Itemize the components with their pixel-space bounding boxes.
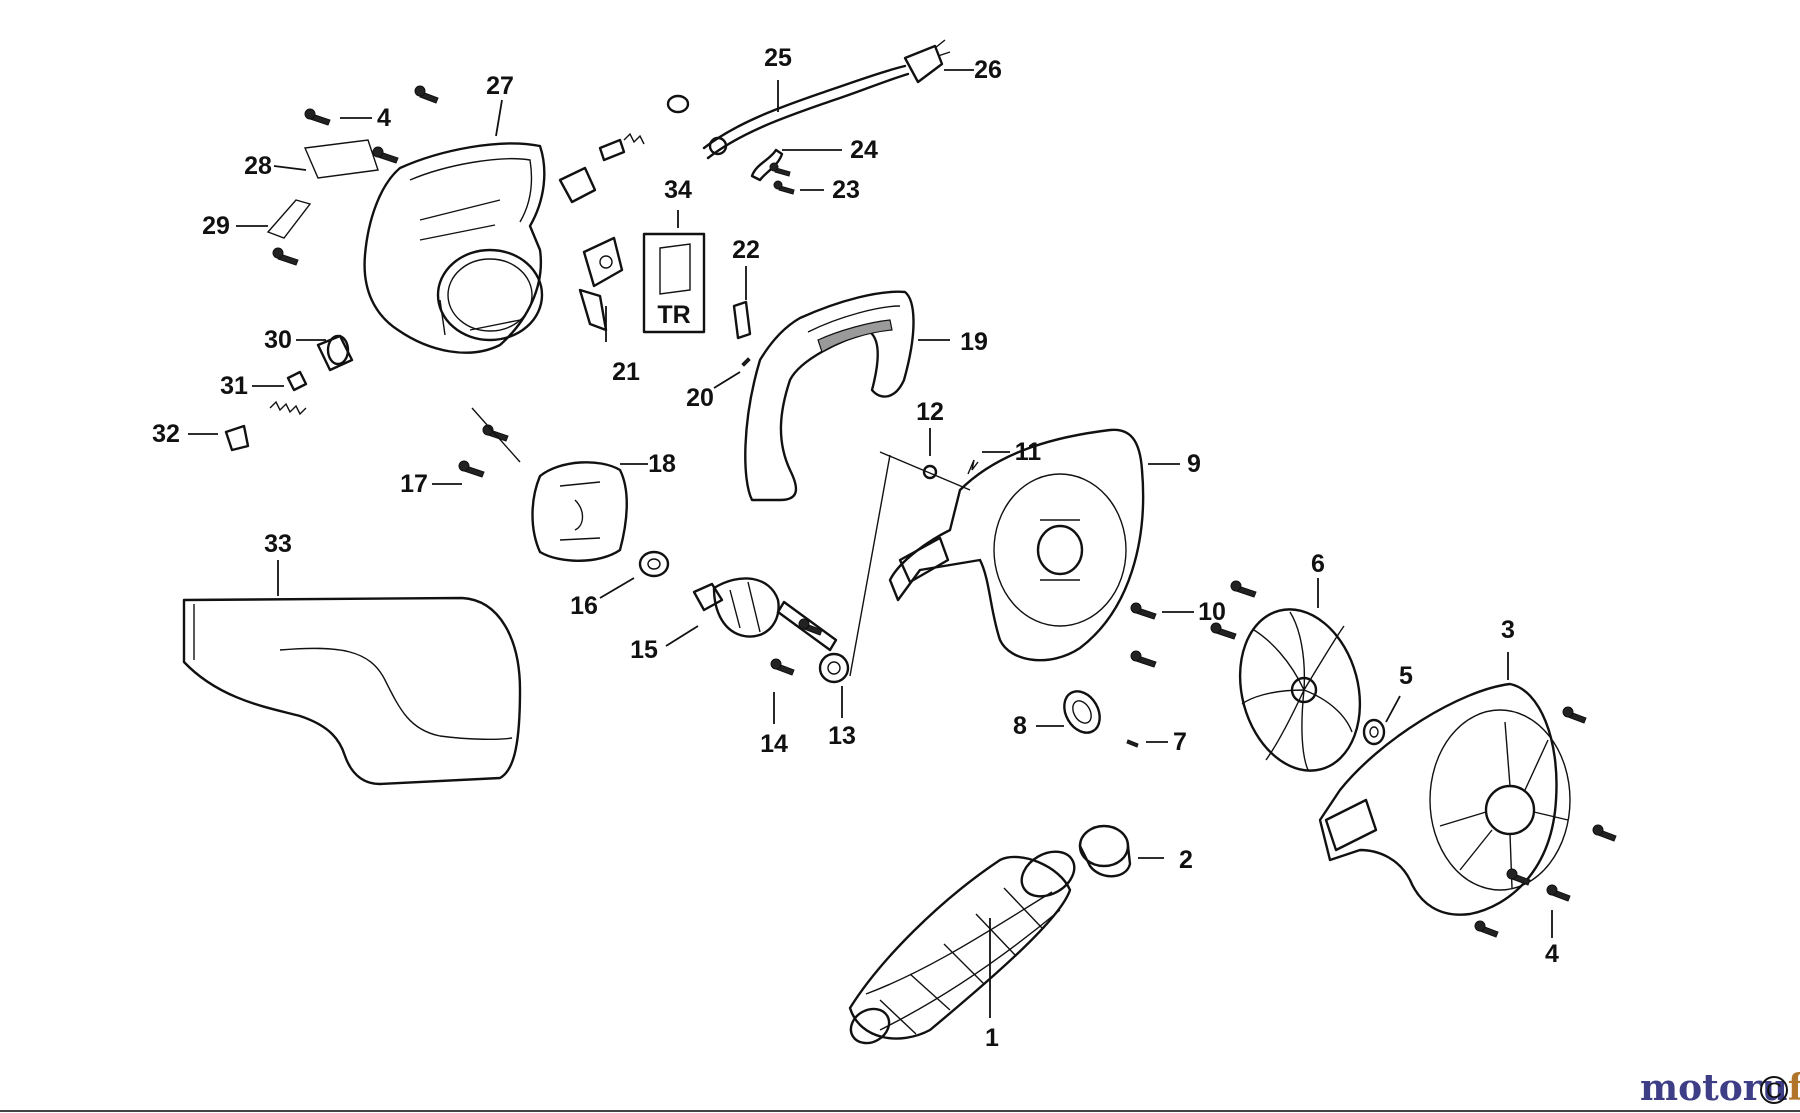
screw-icons-17 (458, 424, 509, 478)
label-part-16: 16 (570, 592, 598, 620)
part-12-washer (922, 464, 938, 480)
label-part-24: 24 (850, 136, 878, 164)
part-24-cable-clamp (750, 148, 784, 182)
label-part-1: 1 (985, 1024, 999, 1052)
leader-lines (188, 69, 1553, 1018)
corner-mark-text: C (1766, 1078, 1782, 1103)
part-9-fan-housing (888, 428, 1145, 662)
label-part-14: 14 (760, 730, 788, 758)
label-part-7: 7 (1173, 728, 1187, 756)
part-21-switch (578, 236, 624, 332)
label-part-5: 5 (1399, 662, 1413, 690)
watermark-text-part2: f (1788, 1067, 1800, 1109)
switch-code-text: TR (657, 301, 690, 329)
label-part-27: 27 (486, 72, 514, 100)
label-part-8: 8 (1013, 712, 1027, 740)
screw-icons-10 (1130, 580, 1257, 668)
part-2-ring (1078, 824, 1132, 878)
assembly-line-1 (471, 407, 971, 677)
label-part-2: 2 (1179, 846, 1193, 874)
part-25-26-power-cord (702, 39, 951, 160)
label-part-34: 34 (664, 176, 692, 204)
part-16-bearing (638, 550, 670, 578)
label-part-9: 9 (1187, 450, 1201, 478)
part-33-collection-bag (182, 596, 522, 786)
label-part-13: 13 (828, 722, 856, 750)
watermark-text-part1: motoru (1640, 1067, 1788, 1109)
part-number-labels: 1 2 3 4 4 5 6 7 8 9 10 11 12 13 14 15 16… (152, 44, 1559, 1052)
label-part-18: 18 (648, 450, 676, 478)
part-18-stator (531, 461, 628, 562)
label-part-17: 17 (400, 470, 428, 498)
label-part-21: 21 (612, 358, 640, 386)
part-3-fan-cover (1318, 682, 1571, 916)
part-20-pin (741, 357, 751, 367)
part-8-fan-plate (1063, 690, 1101, 734)
label-part-3: 3 (1501, 616, 1515, 644)
part-5-nut (1362, 718, 1386, 746)
label-part-32: 32 (152, 420, 180, 448)
part-32-brush-cap (224, 424, 250, 452)
screw-icons-4-right (1474, 706, 1617, 938)
part-30-brush-holder (316, 334, 354, 372)
part-27-rear-housing (363, 142, 546, 354)
label-part-6: 6 (1311, 550, 1325, 578)
part-11-pin (967, 459, 979, 475)
label-part-23: 23 (832, 176, 860, 204)
part-7-screw (1126, 739, 1139, 748)
part-6-impeller (1238, 608, 1362, 772)
part-19-handle (744, 290, 915, 502)
label-part-4-bottom: 4 (1545, 940, 1559, 968)
label-part-30: 30 (264, 326, 292, 354)
label-part-4-top: 4 (377, 104, 391, 132)
part-34-switch-box: TR (642, 232, 706, 334)
part-13-bearing (818, 652, 850, 684)
connector-parts-top (558, 94, 690, 204)
screw-icons-23 (769, 162, 795, 195)
label-part-28: 28 (244, 152, 272, 180)
corner-mark: C (1760, 1076, 1788, 1104)
label-part-20: 20 (686, 384, 714, 412)
part-29-label (266, 199, 312, 239)
label-part-29: 29 (202, 212, 230, 240)
label-part-12: 12 (916, 398, 944, 426)
label-part-26: 26 (974, 56, 1002, 84)
part-31-brush-spring (269, 370, 308, 416)
label-part-10: 10 (1198, 598, 1226, 626)
svg-text:motoruf: motoruf (1640, 1067, 1800, 1109)
part-28-label (303, 139, 379, 179)
label-part-31: 31 (220, 372, 248, 400)
label-part-33: 33 (264, 530, 292, 558)
screw-icons-left (272, 85, 439, 266)
part-15-armature (692, 577, 838, 652)
label-part-15: 15 (630, 636, 658, 664)
watermark-logo: motoruf (1640, 1067, 1800, 1109)
label-part-22: 22 (732, 236, 760, 264)
label-part-19: 19 (960, 328, 988, 356)
part-22-block (732, 300, 752, 340)
label-part-11: 11 (1015, 438, 1042, 466)
screw-icons-14 (770, 618, 823, 676)
label-part-25: 25 (764, 44, 792, 72)
part-1-blower-tube (848, 850, 1076, 1045)
